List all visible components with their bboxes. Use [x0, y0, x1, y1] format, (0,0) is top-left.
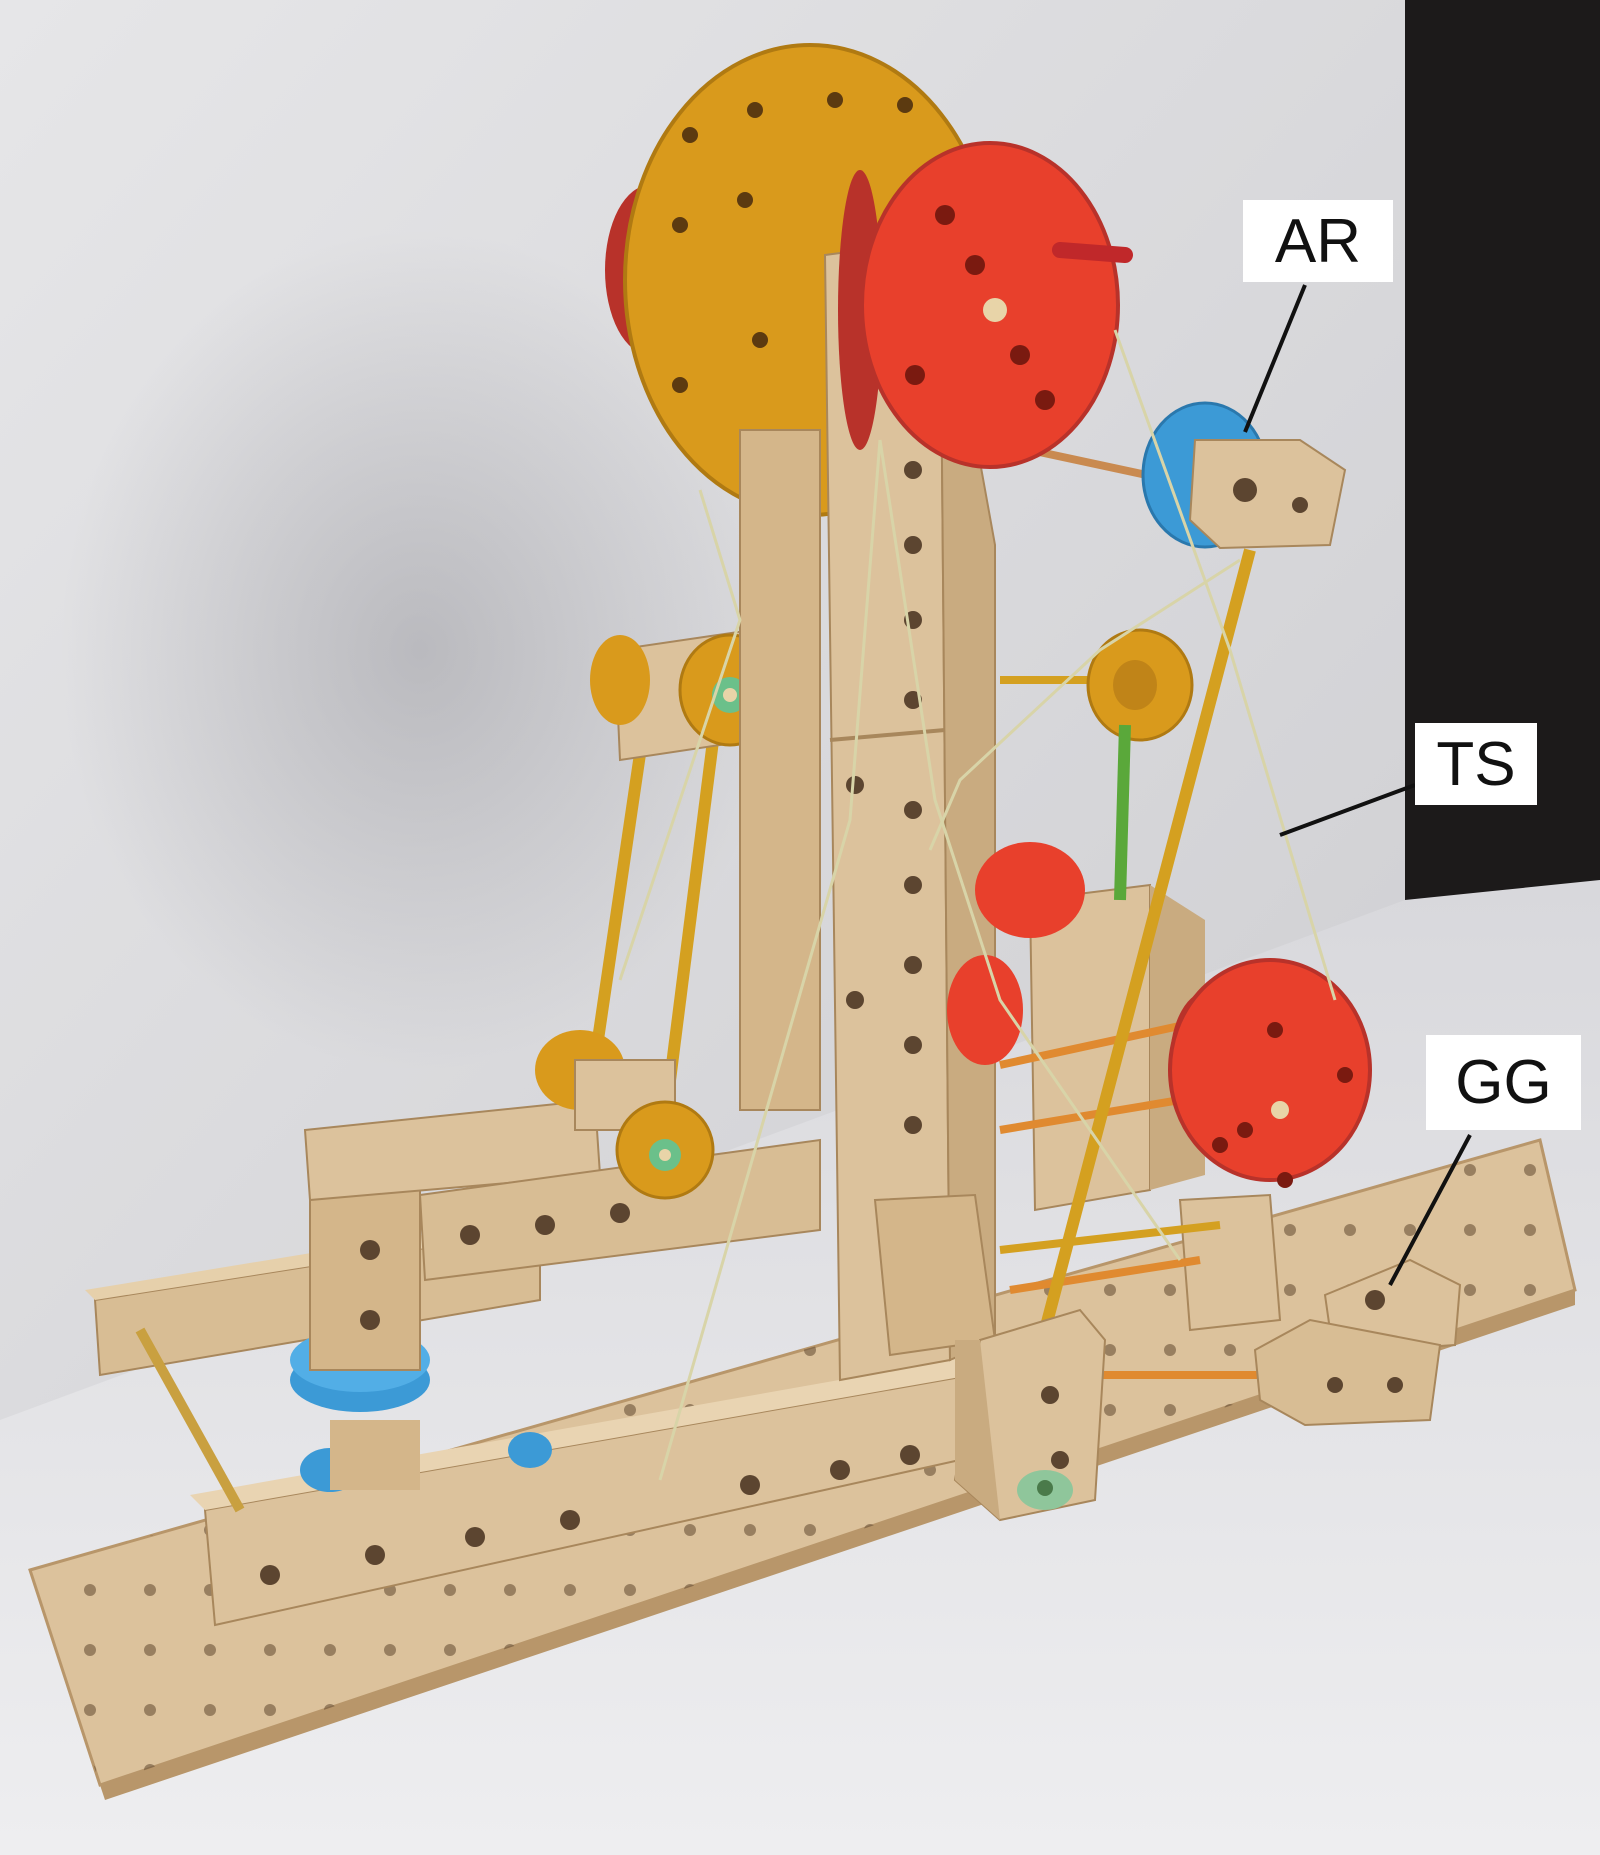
large-red-wheel — [838, 141, 1133, 469]
gg-block — [1253, 1258, 1462, 1427]
left-rods — [135, 719, 721, 1513]
front-right-block — [953, 1308, 1107, 1522]
label-ts: TS — [1415, 723, 1537, 805]
wall-shadow — [60, 230, 780, 1070]
left-lower-wheel — [535, 1030, 715, 1200]
label-leader-lines — [1243, 284, 1472, 1286]
lower-red-wheel — [1168, 958, 1372, 1188]
label-ar: AR — [1243, 200, 1393, 282]
blue-wheel-upper — [1029, 401, 1347, 550]
right-pillars — [873, 1193, 1290, 1379]
diagonal-rod — [1039, 548, 1256, 1332]
strings — [618, 329, 1337, 1481]
right-middle-pulley — [1000, 628, 1194, 901]
left-frame — [303, 1098, 821, 1490]
label-gg: GG — [1426, 1035, 1581, 1130]
central-tower — [739, 238, 996, 1382]
